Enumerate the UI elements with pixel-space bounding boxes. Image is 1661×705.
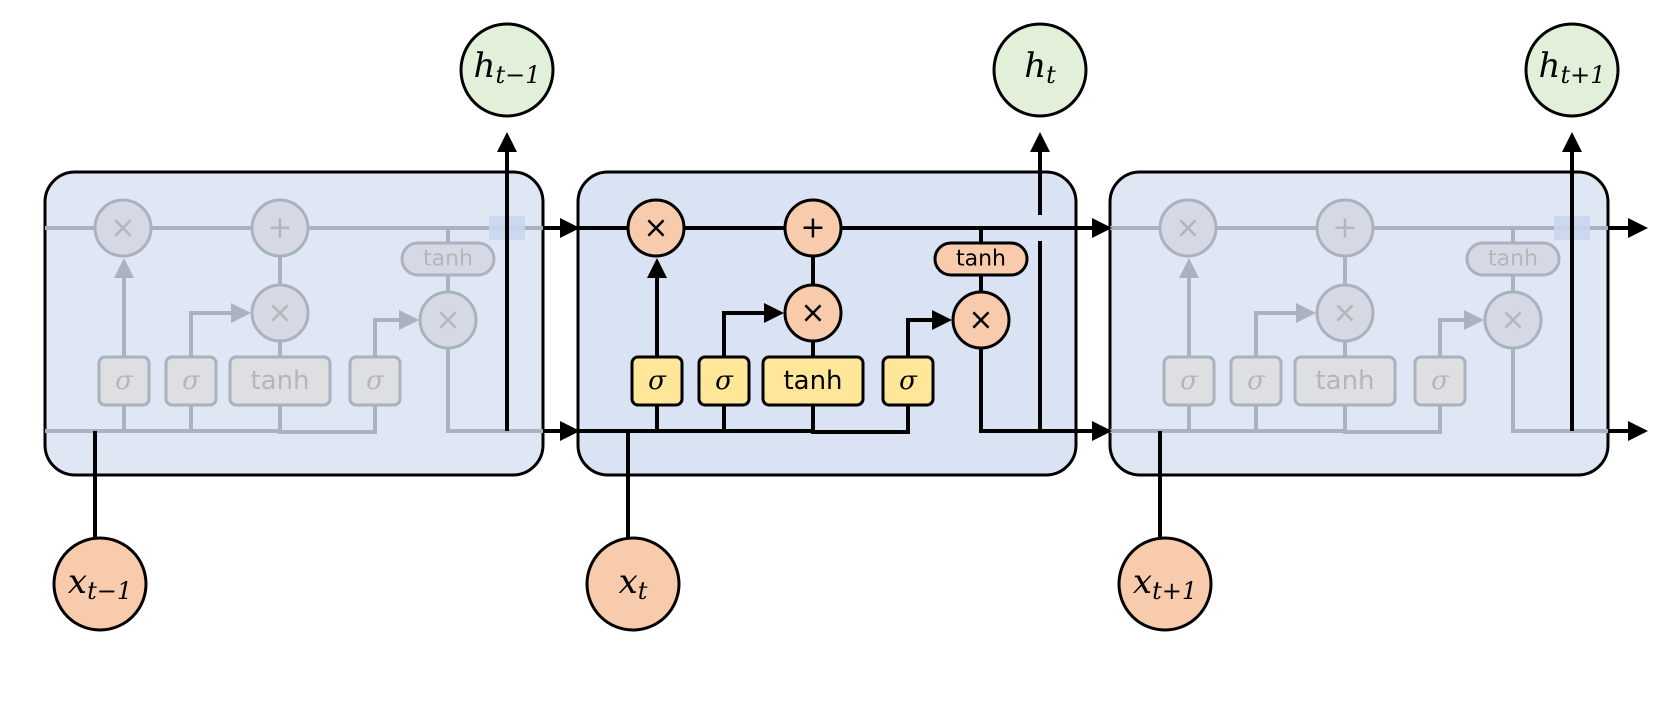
input-gate-arrow (189, 303, 251, 357)
output-gate-label: σ (899, 366, 918, 396)
output-gate-arrow (906, 310, 952, 357)
input-node (585, 536, 681, 632)
output-label-subscript: t (1046, 61, 1056, 89)
output-multiply-op-circle (951, 290, 1011, 350)
input-multiply-op-circle (783, 283, 843, 343)
cell-add-op-circle (1315, 198, 1375, 258)
forget-multiply-op-symbol: × (1175, 211, 1200, 246)
forget-gate-label: σ (115, 366, 134, 396)
cell-add-op-circle (783, 198, 843, 258)
input-node (1117, 536, 1213, 632)
input-label: xt+1 (1133, 562, 1197, 605)
gate-feed-line (1343, 405, 1442, 434)
input-gate-box (164, 355, 218, 407)
output-node (992, 22, 1088, 118)
cell-tanh-pill (1465, 241, 1561, 277)
output-multiply-op-symbol: × (1500, 303, 1525, 338)
cell-tanh-label: tanh (423, 247, 473, 272)
output-label-subscript: t+1 (1560, 61, 1605, 89)
forget-multiply-op-circle (626, 198, 686, 258)
output-label: ht−1 (474, 46, 541, 89)
input-label-subscript: t−1 (87, 577, 132, 605)
forget-gate-label: σ (1180, 366, 1199, 396)
output-multiply-op-symbol: × (968, 303, 993, 338)
input-gate-label: σ (1247, 366, 1266, 396)
input-label-base: x (1133, 562, 1152, 602)
input-gate-arrow (1254, 303, 1316, 357)
forget-multiply-op-circle (1158, 198, 1218, 258)
input-gate-label: σ (182, 366, 201, 396)
cell-add-op-symbol: + (1332, 211, 1357, 246)
cell-add-op-circle (250, 198, 310, 258)
output-multiply-op-circle (1483, 290, 1543, 350)
output-hidden-line (979, 348, 1076, 433)
forget-multiply-op-circle (93, 198, 153, 258)
cell-tanh-label: tanh (956, 247, 1006, 272)
output-gate-label: σ (366, 366, 385, 396)
output-label-base: h (474, 46, 496, 86)
candidate-gate-label: tanh (250, 366, 309, 396)
input-label-subscript: t+1 (1152, 577, 1197, 605)
output-gate-box (348, 355, 402, 407)
forget-gate-label: σ (648, 366, 667, 396)
candidate-gate-label: tanh (783, 366, 842, 396)
cell-tanh-pill (933, 241, 1029, 277)
output-label-subscript: t−1 (495, 61, 540, 89)
input-gate-box (1229, 355, 1283, 407)
cell-add-op-symbol: + (267, 211, 292, 246)
input-node (52, 536, 148, 632)
gate-feed-line (811, 405, 910, 434)
output-gate-arrow (373, 310, 419, 357)
inter-cell-connectors (543, 218, 1648, 441)
forget-multiply-op-symbol: × (110, 211, 135, 246)
output-hidden-line (1511, 348, 1608, 433)
output-gate-box (881, 355, 935, 407)
cell-tanh-pill (400, 241, 496, 277)
output-label-base: h (1539, 46, 1561, 86)
input-multiply-op-symbol: × (800, 296, 825, 331)
input-label-base: x (68, 562, 87, 602)
input-gate-box (697, 355, 751, 407)
candidate-gate-box (1293, 355, 1397, 407)
forget-gate-box (1162, 355, 1216, 407)
input-label: xt−1 (68, 562, 132, 605)
output-multiply-op-circle (418, 290, 478, 350)
output-label: ht+1 (1539, 46, 1606, 89)
output-hidden-line (446, 348, 543, 433)
input-label-subscript: t (638, 577, 648, 605)
cell-tanh-label: tanh (1488, 247, 1538, 272)
forget-multiply-op-symbol: × (643, 211, 668, 246)
gate-feed-line (278, 405, 377, 434)
candidate-gate-box (761, 355, 865, 407)
forget-gate-box (97, 355, 151, 407)
cell-add-op-symbol: + (800, 211, 825, 246)
output-gate-arrow (1438, 310, 1484, 357)
forget-gate-box (630, 355, 684, 407)
input-label-base: x (619, 562, 638, 602)
input-multiply-op-symbol: × (267, 296, 292, 331)
output-multiply-op-symbol: × (435, 303, 460, 338)
output-label: ht (1024, 46, 1056, 89)
input-multiply-op-symbol: × (1332, 296, 1357, 331)
candidate-gate-label: tanh (1315, 366, 1374, 396)
output-gate-label: σ (1431, 366, 1450, 396)
input-gate-label: σ (715, 366, 734, 396)
input-gate-arrow (722, 303, 784, 357)
candidate-gate-box (228, 355, 332, 407)
input-multiply-op-circle (1315, 283, 1375, 343)
output-gate-box (1413, 355, 1467, 407)
input-label: xt (619, 562, 648, 605)
output-node (459, 22, 555, 118)
output-node (1524, 22, 1620, 118)
output-label-base: h (1024, 46, 1046, 86)
input-multiply-op-circle (250, 283, 310, 343)
